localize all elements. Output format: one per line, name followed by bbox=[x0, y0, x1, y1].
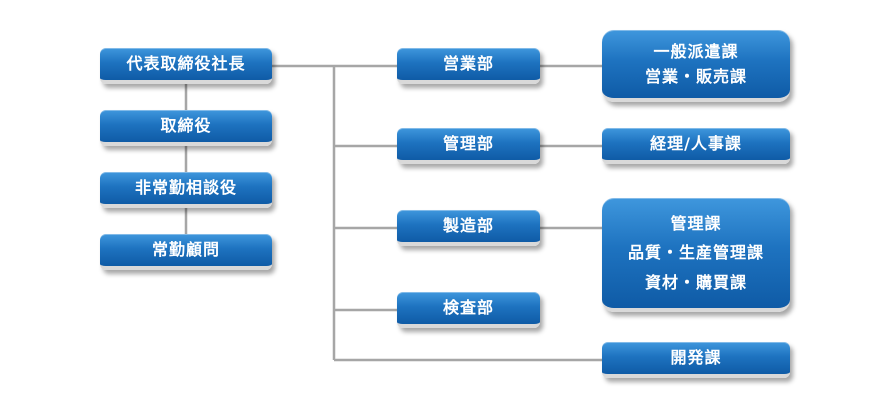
management-sections-box: 経理/人事課 bbox=[602, 128, 790, 164]
section-label: 資材・購買課 bbox=[644, 272, 747, 292]
ceo-box: 代表取締役社長 bbox=[100, 48, 272, 84]
section-label: 一般派遣課 bbox=[653, 41, 739, 61]
consultant-label: 常勤顧問 bbox=[151, 240, 220, 260]
director-label: 取締役 bbox=[160, 116, 212, 136]
ceo-label: 代表取締役社長 bbox=[126, 54, 246, 74]
director-box: 取締役 bbox=[100, 110, 272, 146]
development-section-box: 開発課 bbox=[602, 342, 790, 378]
advisor-label: 非常勤相談役 bbox=[134, 178, 237, 198]
section-label: 開発課 bbox=[670, 348, 722, 368]
section-label: 管理課 bbox=[670, 214, 722, 234]
section-label: 経理/人事課 bbox=[650, 134, 742, 154]
advisor-box: 非常勤相談役 bbox=[100, 172, 272, 208]
consultant-box: 常勤顧問 bbox=[100, 234, 272, 270]
section-label: 営業・販売課 bbox=[644, 66, 747, 86]
manufacturing-department-box: 製造部 bbox=[397, 210, 540, 246]
manufacturing-sections-box: 管理課 品質・生産管理課 資材・購買課 bbox=[602, 198, 790, 312]
section-label: 品質・生産管理課 bbox=[627, 243, 764, 263]
inspection-department-label: 検査部 bbox=[442, 298, 494, 318]
inspection-department-box: 検査部 bbox=[397, 292, 540, 328]
sales-department-label: 営業部 bbox=[442, 54, 494, 74]
management-department-label: 管理部 bbox=[442, 134, 494, 154]
manufacturing-department-label: 製造部 bbox=[442, 216, 494, 236]
sales-sections-box: 一般派遣課 営業・販売課 bbox=[602, 30, 790, 102]
sales-department-box: 営業部 bbox=[397, 48, 540, 84]
management-department-box: 管理部 bbox=[397, 128, 540, 164]
